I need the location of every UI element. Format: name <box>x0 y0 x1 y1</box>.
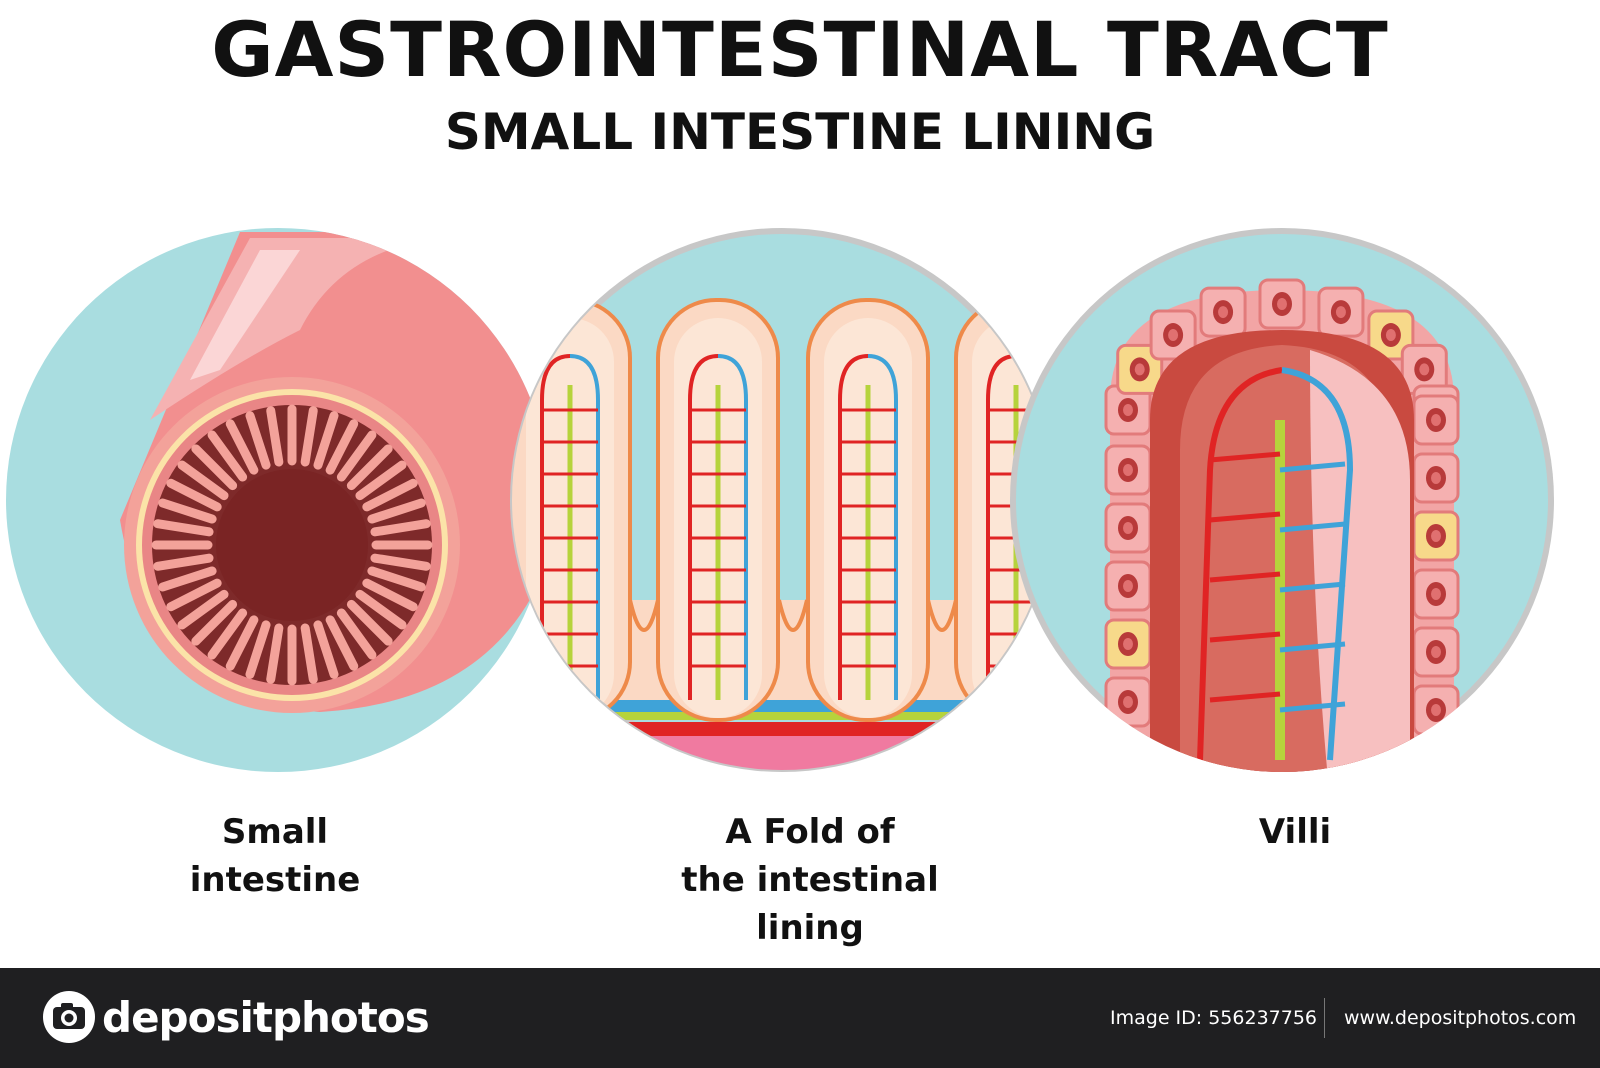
caption-intestinal-fold: A Fold of the intestinal lining <box>681 812 939 948</box>
intestinal-fold-illustration <box>510 228 1054 772</box>
camera-icon <box>43 991 95 1043</box>
footer-bar: depositphotos Image ID: 556237756 www.de… <box>0 968 1600 1068</box>
small-intestine-illustration <box>6 228 550 772</box>
diagram-art <box>6 228 1554 772</box>
caption-small-intestine: Small intestine <box>189 812 361 900</box>
caption-villi: Villi <box>1258 812 1332 852</box>
villi-illustration <box>1010 228 1554 772</box>
site-link[interactable]: www.depositphotos.com <box>1344 1007 1577 1029</box>
image-id: Image ID: 556237756 <box>1110 1007 1318 1029</box>
page-title: GASTROINTESTINAL TRACT <box>211 5 1389 94</box>
footer-divider <box>1324 998 1325 1038</box>
brand-name[interactable]: depositphotos <box>102 993 430 1042</box>
page-subtitle: SMALL INTESTINE LINING <box>444 103 1156 161</box>
capillary-rungs <box>1209 451 1346 713</box>
intestine-folds <box>151 404 433 686</box>
